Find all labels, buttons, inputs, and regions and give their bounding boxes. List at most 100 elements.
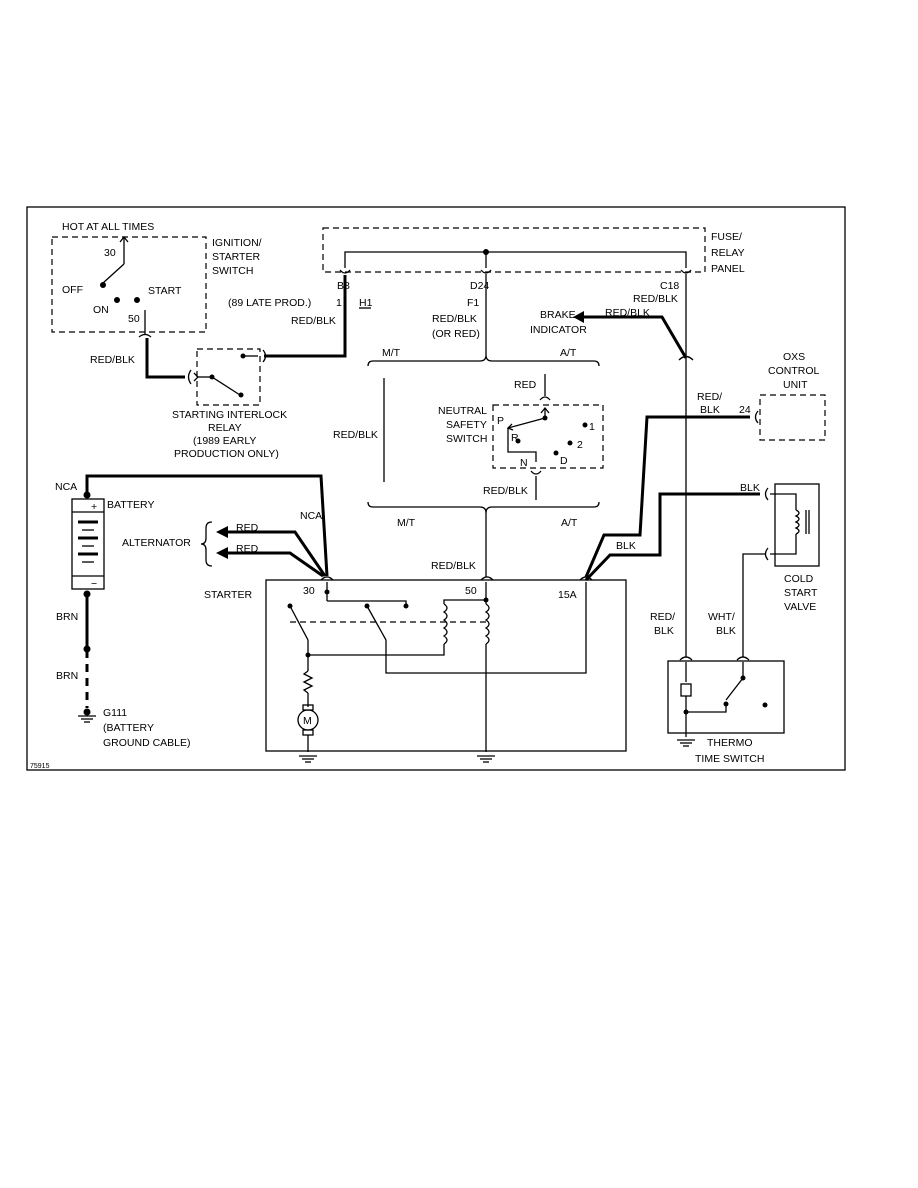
fuse-panel-label-2: RELAY xyxy=(711,247,745,259)
nss-n-label: N xyxy=(520,457,528,469)
brake-indicator-arrow xyxy=(573,311,584,323)
nca-label-starter: NCA xyxy=(300,510,322,522)
nss-label-3: SWITCH xyxy=(446,433,487,445)
wire-label-red-blk-ignition: RED/BLK xyxy=(90,354,135,366)
battery-label: BATTERY xyxy=(107,499,154,511)
wire-label-brn-2: BRN xyxy=(56,670,78,682)
wire-label-red-blk-nss: RED/BLK xyxy=(483,485,528,497)
wire-15a-to-oxs xyxy=(584,415,750,578)
relay-label-3: (1989 EARLY xyxy=(193,435,256,447)
wire-cold-start-to-thermo xyxy=(742,553,765,657)
wire-label-red-blk-b8: RED/BLK xyxy=(291,315,336,327)
ignition-starter-switch: HOT AT ALL TIMES 30 OFF ON START 50 IGNI… xyxy=(51,221,262,334)
ignition-on-label: ON xyxy=(93,304,109,316)
ground-icon-starter-50 xyxy=(477,755,495,763)
nss-label-2: SAFETY xyxy=(446,419,487,431)
wire-label-red-alt-1: RED xyxy=(236,522,259,534)
wire-alternator-red-1 xyxy=(228,530,327,577)
brake-indicator-label-2: INDICATOR xyxy=(530,324,587,336)
wire-label-red-blk-f1: RED/BLK xyxy=(432,313,477,325)
thermo-time-switch xyxy=(667,656,785,747)
wire-label-red-blk-50: RED/BLK xyxy=(431,560,476,572)
ignition-switch-label-2: STARTER xyxy=(212,251,260,263)
wire-label-wht-blk-2: BLK xyxy=(716,625,736,637)
pin-b8-label: B8 xyxy=(337,280,350,292)
ground-icon-g111 xyxy=(78,715,96,723)
figure-id: 75915 xyxy=(30,763,50,770)
at-label-top: A/T xyxy=(560,347,577,359)
cold-start-valve-label-3: VALVE xyxy=(784,601,816,613)
g111-label-3: GROUND CABLE) xyxy=(103,737,191,749)
mt-label-bottom: M/T xyxy=(397,517,416,529)
pin-24-label: 24 xyxy=(739,404,751,416)
hot-at-all-times-label: HOT AT ALL TIMES xyxy=(62,221,154,233)
starter-motor-m: M xyxy=(303,715,312,727)
wire-label-red-split-3: RED/ xyxy=(650,611,675,623)
wire-battery-to-starter-30 xyxy=(85,474,329,577)
battery: + − xyxy=(71,498,105,590)
fuse-relay-panel: FUSE/ RELAY PANEL xyxy=(322,227,745,275)
starter-50-label: 50 xyxy=(465,585,477,597)
wire-label-brn-1: BRN xyxy=(56,611,78,623)
starter-30-label: 30 xyxy=(303,585,315,597)
starter: 30 50 15A M xyxy=(265,576,627,752)
cold-start-valve: COLD START VALVE xyxy=(764,483,820,613)
wire-alternator-red-2 xyxy=(228,551,324,578)
starting-interlock-relay: STARTING INTERLOCK RELAY (1989 EARLY PRO… xyxy=(172,348,287,460)
wire-label-red-blk-mt: RED/BLK xyxy=(333,429,378,441)
starter-label: STARTER xyxy=(204,589,252,601)
thermo-label-1: THERMO xyxy=(707,737,753,749)
connector-ignition-50 xyxy=(138,333,152,338)
battery-minus: − xyxy=(91,578,97,590)
nss-p-label: P xyxy=(497,415,504,427)
nss-2-label: 2 xyxy=(577,439,583,451)
relay-label-2: RELAY xyxy=(208,422,242,434)
nca-label-battery: NCA xyxy=(55,481,77,493)
pin-c18-label: C18 xyxy=(660,280,679,292)
alternator-label: ALTERNATOR xyxy=(122,537,191,549)
relay-label-4: PRODUCTION ONLY) xyxy=(174,448,279,460)
wire-label-red-blk-c18: RED/BLK xyxy=(633,293,678,305)
mt-at-bracket-bottom xyxy=(367,501,600,514)
fuse-panel-label-1: FUSE/ xyxy=(711,231,742,243)
mt-at-bracket-top xyxy=(367,354,600,367)
ignition-off-label: OFF xyxy=(62,284,83,296)
wire-label-blk-2: BLK xyxy=(740,482,760,494)
wire-label-blk-1: BLK xyxy=(616,540,636,552)
oxs-label-3: UNIT xyxy=(783,379,808,391)
relay-label-1: STARTING INTERLOCK xyxy=(172,409,287,421)
fuse-panel-label-3: PANEL xyxy=(711,263,745,275)
oxs-label-2: CONTROL xyxy=(768,365,819,377)
brake-indicator-label-1: BRAKE xyxy=(540,309,576,321)
nss-1-label: 1 xyxy=(589,421,595,433)
wire-label-red: RED xyxy=(514,379,537,391)
pin-d24-label: D24 xyxy=(470,280,489,292)
wire-label-red-blk-brake: RED/BLK xyxy=(605,307,650,319)
wire-ignition-to-relay xyxy=(145,338,185,379)
cold-start-valve-label-2: START xyxy=(784,587,818,599)
ignition-switch-label-1: IGNITION/ xyxy=(212,237,262,249)
mt-label-top: M/T xyxy=(382,347,401,359)
nss-r-label: R xyxy=(511,432,519,444)
oxs-label-1: OXS xyxy=(783,351,805,363)
ignition-30-label: 30 xyxy=(104,247,116,259)
alternator-bracket xyxy=(200,521,213,567)
wire-label-red-split-2: BLK xyxy=(700,404,720,416)
wire-relay-to-fuse-b8 xyxy=(264,275,347,358)
ignition-50-label: 50 xyxy=(128,313,140,325)
wire-to-brake-indicator xyxy=(584,315,688,359)
wire-15a-to-cold-start-valve xyxy=(584,492,760,582)
battery-plus: + xyxy=(91,501,97,513)
ground-icon-starter-motor xyxy=(299,755,317,763)
wire-label-wht-blk-1: WHT/ xyxy=(708,611,735,623)
pin-1-label: 1 xyxy=(336,297,342,309)
wire-label-red-split-1: RED/ xyxy=(697,391,722,403)
wire-label-or-red: (OR RED) xyxy=(432,328,480,340)
thermo-label-2: TIME SWITCH xyxy=(695,753,764,765)
at-label-bottom: A/T xyxy=(561,517,578,529)
ignition-start-label: START xyxy=(148,285,182,297)
diagram-frame xyxy=(26,206,846,771)
wire-label-red-alt-2: RED xyxy=(236,543,259,555)
ignition-switch-label-3: SWITCH xyxy=(212,265,253,277)
